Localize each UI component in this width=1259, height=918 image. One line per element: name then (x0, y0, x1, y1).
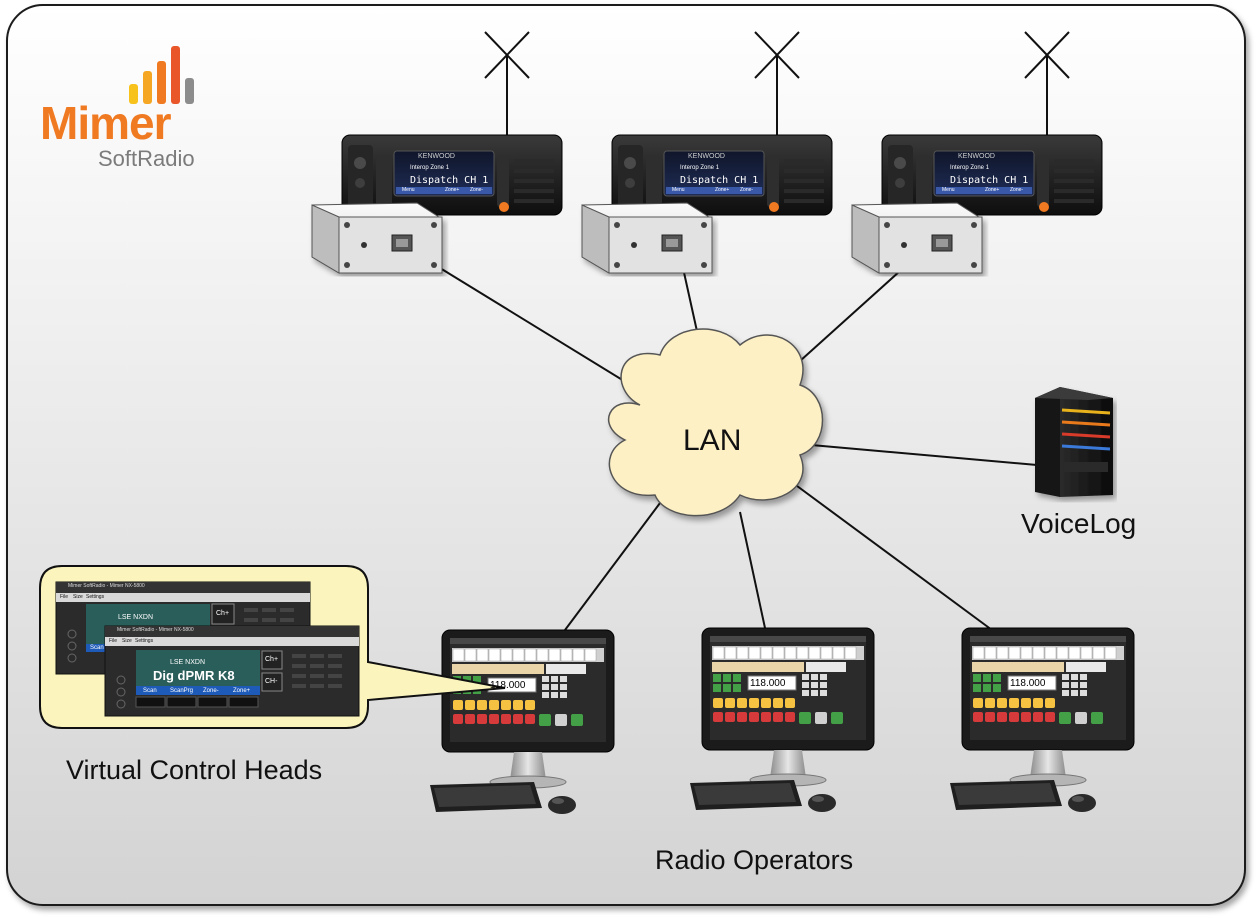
radio-1-softkey-2: Zone+ (445, 187, 460, 193)
control-head-back-zone: LSE NXDN (118, 614, 154, 621)
lan-cloud (607, 328, 824, 517)
radio-operators-label: Radio Operators (655, 845, 854, 875)
control-head-back-menu-size: Size (73, 594, 83, 600)
radio-2-softkey-3: Zone- (740, 187, 754, 193)
lan-label: LAN (683, 424, 742, 457)
radio-3-softkey-2: Zone+ (985, 187, 1000, 193)
radio-2-softkey-2: Zone+ (715, 187, 730, 193)
control-head-front-softkey-zone-down: Zone- (203, 688, 219, 694)
control-head-front-softkey-scan: Scan (143, 688, 157, 694)
control-head-front-menu-settings: Settings (135, 638, 154, 644)
control-head-front-menu-file: File (109, 638, 118, 644)
radio-2-status: Interop Zone 1 (680, 165, 720, 171)
control-head-front-menu-size: Size (122, 638, 132, 644)
radio-2-brand: KENWOOD (688, 153, 725, 160)
radio-3-softkey-3: Zone- (1010, 187, 1024, 193)
control-head-window-front (104, 625, 360, 717)
control-head-front-ch-down-button: CH- (265, 678, 278, 685)
radio-1-softkey-1: Menu (402, 187, 415, 193)
logo-bars-icon (129, 46, 194, 104)
control-head-front-zone: LSE NXDN (170, 659, 206, 666)
control-head-front-title: Mimer SoftRadio - Mimer NX-5800 (117, 627, 194, 633)
control-head-back-menu-settings: Settings (86, 594, 105, 600)
control-head-front-ch-up-button: Ch+ (265, 656, 279, 663)
radio-3-brand: KENWOOD (958, 153, 995, 160)
control-head-front-softkey-zone-up: Zone+ (233, 688, 251, 694)
control-head-back-title: Mimer SoftRadio - Mimer NX-5800 (68, 583, 145, 589)
radio-3-channel: Dispatch CH 1 (950, 175, 1029, 186)
radio-1-status: Interop Zone 1 (410, 165, 450, 171)
radio-2-softkey-1: Menu (672, 187, 685, 193)
operator-3-frequency: 118.000 (1010, 678, 1046, 689)
logo-product: SoftRadio (98, 146, 195, 171)
control-head-back-ch-up-button: Ch+ (216, 610, 230, 617)
logo-brand: Mimer (40, 97, 171, 149)
radio-3-status: Interop Zone 1 (950, 165, 990, 171)
radio-1-brand: KENWOOD (418, 153, 455, 160)
control-head-back-menu-file: File (60, 594, 69, 600)
virtual-control-heads-label: Virtual Control Heads (66, 755, 323, 785)
control-head-front-softkey-scanprg: ScanPrg (170, 688, 194, 694)
voicelog-server-icon (1035, 387, 1113, 497)
radio-1-softkey-3: Zone- (470, 187, 484, 193)
radio-2-channel: Dispatch CH 1 (680, 175, 759, 186)
network-links (439, 261, 1038, 631)
operator-1-frequency: 118.000 (490, 680, 526, 691)
radio-3-softkey-1: Menu (942, 187, 955, 193)
operator-2-frequency: 118.000 (750, 678, 786, 689)
control-head-back-softkey-scan: Scan (90, 645, 104, 651)
voicelog-label: VoiceLog (1021, 508, 1137, 539)
control-head-front-channel: Dig dPMR K8 (153, 668, 235, 683)
radio-1-channel: Dispatch CH 1 (410, 175, 489, 186)
